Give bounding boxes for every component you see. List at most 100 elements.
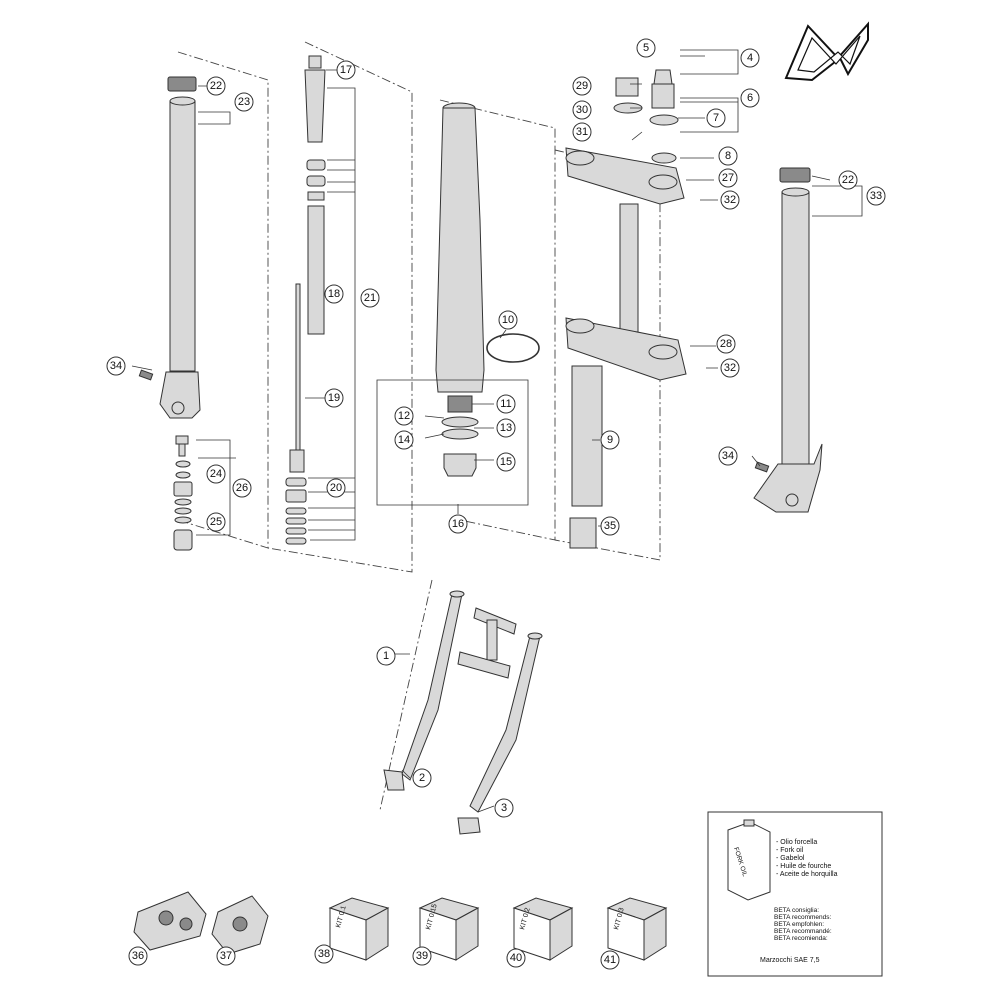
callout-14: 14 — [394, 430, 414, 450]
right-fork-leg — [753, 167, 863, 513]
callout-10: 10 — [498, 310, 518, 330]
callout-31: 31 — [572, 122, 592, 142]
callout-27: 27 — [718, 168, 738, 188]
svg-text:11: 11 — [500, 398, 511, 410]
svg-text:8: 8 — [725, 150, 731, 162]
oil-recommend-1: BETA recommends: — [774, 914, 832, 921]
callout-34-left: 34 — [106, 356, 126, 376]
callout-7: 7 — [706, 108, 726, 128]
callout-24: 24 — [206, 464, 226, 484]
callout-26: 26 — [232, 478, 252, 498]
svg-text:40: 40 — [510, 952, 522, 964]
callout-1: 1 — [376, 646, 396, 666]
svg-text:24: 24 — [210, 468, 222, 480]
triple-clamps — [554, 49, 739, 561]
svg-text:34: 34 — [110, 360, 122, 372]
callout-28: 28 — [716, 334, 736, 354]
callout-32-top: 32 — [720, 190, 740, 210]
callout-15: 15 — [496, 452, 516, 472]
svg-text:4: 4 — [747, 52, 753, 64]
svg-text:2: 2 — [419, 772, 425, 784]
svg-text:35: 35 — [604, 520, 616, 532]
callout-12: 12 — [394, 406, 414, 426]
callout-35: 35 — [600, 516, 620, 536]
callout-29: 29 — [572, 76, 592, 96]
kit-box-40 — [512, 897, 574, 961]
callout-37: 37 — [216, 946, 236, 966]
svg-text:6: 6 — [747, 92, 753, 104]
oil-lang-0: - Olio forcella — [776, 839, 817, 846]
callout-22-right: 22 — [838, 170, 858, 190]
brand-logo — [784, 21, 869, 82]
callout-22-left: 22 — [206, 76, 226, 96]
svg-text:36: 36 — [132, 950, 144, 962]
svg-text:9: 9 — [607, 434, 613, 446]
callout-11: 11 — [496, 394, 516, 414]
fork-oil-box — [707, 811, 883, 977]
svg-text:13: 13 — [500, 422, 512, 434]
svg-text:23: 23 — [238, 96, 250, 108]
callout-36: 36 — [128, 946, 148, 966]
svg-text:27: 27 — [722, 172, 734, 184]
svg-text:29: 29 — [576, 80, 588, 92]
left-valve-parts — [173, 435, 231, 551]
svg-text:38: 38 — [318, 948, 330, 960]
callout-13: 13 — [496, 418, 516, 438]
svg-text:41: 41 — [604, 954, 616, 966]
callout-19: 19 — [324, 388, 344, 408]
callout-33: 33 — [866, 186, 886, 206]
svg-text:5: 5 — [643, 42, 649, 54]
callout-30: 30 — [572, 100, 592, 120]
svg-text:1: 1 — [383, 650, 389, 662]
callout-6: 6 — [740, 88, 760, 108]
svg-text:26: 26 — [236, 482, 248, 494]
svg-text:17: 17 — [340, 64, 352, 76]
svg-text:31: 31 — [576, 126, 588, 138]
oil-lang-1: - Fork oil — [776, 847, 804, 854]
callout-21: 21 — [360, 288, 380, 308]
callout-41: 41 — [600, 950, 620, 970]
svg-text:22: 22 — [210, 80, 222, 92]
callout-8: 8 — [718, 146, 738, 166]
svg-text:39: 39 — [416, 950, 428, 962]
oil-lang-4: - Aceite de horquilla — [776, 871, 838, 878]
svg-text:16: 16 — [452, 518, 464, 530]
outer-tube — [376, 99, 556, 541]
kit-box-39 — [418, 897, 480, 961]
callout-16: 16 — [448, 514, 468, 534]
kit-box-41 — [606, 897, 668, 961]
svg-text:34: 34 — [722, 450, 734, 462]
kit-box-38 — [328, 897, 390, 961]
callout-39: 39 — [412, 946, 432, 966]
assembled-fork — [379, 579, 543, 835]
callout-9: 9 — [600, 430, 620, 450]
callout-34-right: 34 — [718, 446, 738, 466]
oil-recommend-4: BETA recomienda: — [774, 935, 828, 942]
svg-text:10: 10 — [502, 314, 514, 326]
svg-text:20: 20 — [330, 482, 342, 494]
callout-3: 3 — [494, 798, 514, 818]
callout-18: 18 — [324, 284, 344, 304]
svg-text:32: 32 — [724, 194, 736, 206]
svg-text:7: 7 — [713, 112, 719, 124]
callout-2: 2 — [412, 768, 432, 788]
svg-text:19: 19 — [328, 392, 340, 404]
damper-cartridge — [267, 41, 413, 573]
callout-32-bottom: 32 — [720, 358, 740, 378]
callout-20: 20 — [326, 478, 346, 498]
oil-lang-3: - Huile de fourche — [776, 863, 831, 870]
svg-text:37: 37 — [220, 950, 232, 962]
svg-text:32: 32 — [724, 362, 736, 374]
callout-4: 4 — [740, 48, 760, 68]
left-fork-leg — [138, 51, 269, 549]
callout-5: 5 — [636, 38, 656, 58]
svg-text:30: 30 — [576, 104, 588, 116]
callout-17: 17 — [336, 60, 356, 80]
oil-recommend-3: BETA recommandé: — [774, 928, 832, 935]
svg-text:12: 12 — [398, 410, 410, 422]
svg-text:21: 21 — [364, 292, 376, 304]
svg-text:25: 25 — [210, 516, 222, 528]
svg-text:22: 22 — [842, 174, 854, 186]
svg-text:3: 3 — [501, 802, 507, 814]
